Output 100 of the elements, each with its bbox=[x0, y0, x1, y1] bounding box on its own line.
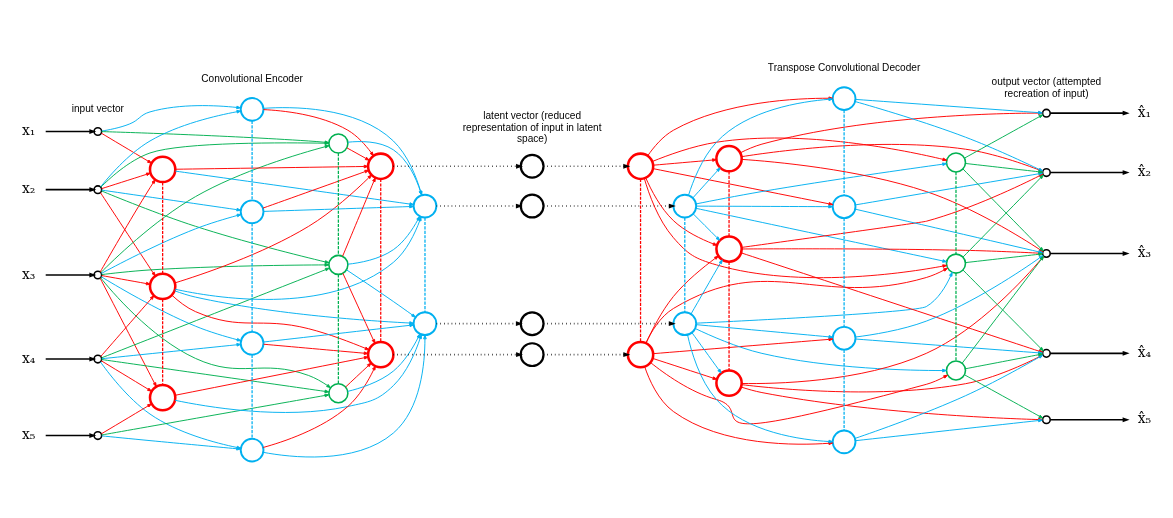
node-text: x̂₃ bbox=[1137, 243, 1152, 260]
arrow bbox=[44, 128, 97, 134]
arrow bbox=[99, 277, 157, 387]
node-circle bbox=[519, 153, 545, 179]
arrow bbox=[695, 323, 834, 339]
arrow bbox=[652, 167, 834, 206]
connector bbox=[162, 181, 164, 274]
arrow bbox=[100, 294, 155, 357]
arrow bbox=[100, 402, 152, 434]
arrow bbox=[101, 342, 242, 359]
arrow bbox=[1049, 169, 1130, 175]
arrow bbox=[100, 213, 242, 274]
arrow bbox=[44, 432, 97, 438]
arrow bbox=[263, 108, 374, 156]
connector bbox=[728, 170, 730, 237]
connector bbox=[639, 177, 642, 343]
arrow bbox=[101, 358, 330, 393]
node-circle bbox=[1041, 414, 1051, 424]
node-circle bbox=[328, 254, 349, 275]
connector bbox=[955, 171, 957, 255]
arrow bbox=[101, 104, 241, 131]
label: latent vector (reduced representation of input in latent space) bbox=[462, 109, 602, 144]
node-circle bbox=[239, 437, 265, 462]
arrow bbox=[650, 361, 948, 424]
arrow bbox=[101, 267, 330, 358]
arrow bbox=[44, 186, 97, 192]
arrow bbox=[100, 132, 152, 164]
arrow bbox=[174, 170, 415, 206]
arrow bbox=[645, 176, 718, 246]
arrow bbox=[100, 109, 242, 187]
node-circle bbox=[412, 193, 438, 218]
arrow bbox=[101, 262, 330, 275]
arrow bbox=[652, 157, 717, 166]
node-circle bbox=[519, 341, 545, 367]
arrow bbox=[263, 323, 415, 342]
arrow bbox=[44, 356, 97, 361]
connector bbox=[843, 217, 845, 327]
arrow bbox=[175, 164, 369, 170]
arrow bbox=[1049, 350, 1130, 356]
connector bbox=[251, 222, 253, 332]
node-circle bbox=[239, 96, 265, 122]
arrow bbox=[44, 272, 97, 277]
node-circle bbox=[831, 429, 857, 454]
connector bbox=[728, 260, 730, 371]
arrow bbox=[347, 333, 421, 392]
arrow bbox=[1049, 250, 1130, 256]
arrow bbox=[263, 204, 414, 212]
arrow bbox=[1049, 416, 1130, 422]
connector bbox=[380, 177, 382, 343]
arrow bbox=[263, 343, 369, 355]
arrow bbox=[692, 166, 721, 198]
node-text: x̂₅ bbox=[1137, 409, 1152, 426]
arrow bbox=[652, 357, 718, 380]
connector bbox=[955, 271, 957, 361]
connector bbox=[843, 348, 845, 431]
connector bbox=[251, 119, 253, 201]
node-text: x₂ bbox=[21, 179, 36, 196]
arrow bbox=[346, 268, 416, 318]
node-text: x₁ bbox=[21, 121, 36, 138]
arrow bbox=[964, 113, 1044, 159]
node-circle bbox=[626, 340, 655, 369]
connector bbox=[251, 353, 253, 439]
arrow bbox=[100, 276, 331, 388]
arrow bbox=[99, 191, 156, 277]
node-circle bbox=[93, 126, 103, 136]
node-circle bbox=[1041, 108, 1051, 118]
node-circle bbox=[831, 193, 857, 219]
arrow bbox=[101, 393, 330, 435]
node-circle bbox=[672, 310, 698, 336]
arrow bbox=[687, 333, 834, 443]
arrow bbox=[342, 176, 376, 257]
node-circle bbox=[519, 193, 545, 219]
arrow bbox=[651, 137, 948, 162]
arrow bbox=[695, 161, 947, 204]
node-circle bbox=[328, 132, 349, 154]
connector bbox=[684, 216, 686, 313]
connector bbox=[337, 152, 339, 256]
node-circle bbox=[93, 184, 103, 194]
label: Transpose Convolutional Decoder bbox=[767, 61, 921, 73]
arrow bbox=[100, 359, 152, 392]
arrow bbox=[643, 177, 948, 278]
arrow bbox=[644, 365, 834, 445]
arrow bbox=[691, 331, 722, 373]
label: Convolutional Encoder bbox=[201, 72, 303, 84]
node-circle bbox=[519, 310, 545, 336]
node-circle bbox=[93, 269, 103, 280]
arrow bbox=[174, 355, 369, 396]
arrow bbox=[1049, 110, 1130, 116]
node-circle bbox=[626, 151, 655, 180]
node-text: x₅ bbox=[21, 425, 36, 442]
arrow bbox=[695, 207, 947, 263]
connector bbox=[162, 297, 164, 385]
connector bbox=[337, 273, 339, 384]
arrow bbox=[346, 146, 370, 161]
arrow bbox=[692, 213, 721, 241]
arrow bbox=[174, 289, 414, 325]
arrow bbox=[854, 100, 1044, 172]
arrow bbox=[342, 272, 376, 344]
arrow bbox=[174, 216, 422, 300]
arrow bbox=[392, 351, 524, 357]
